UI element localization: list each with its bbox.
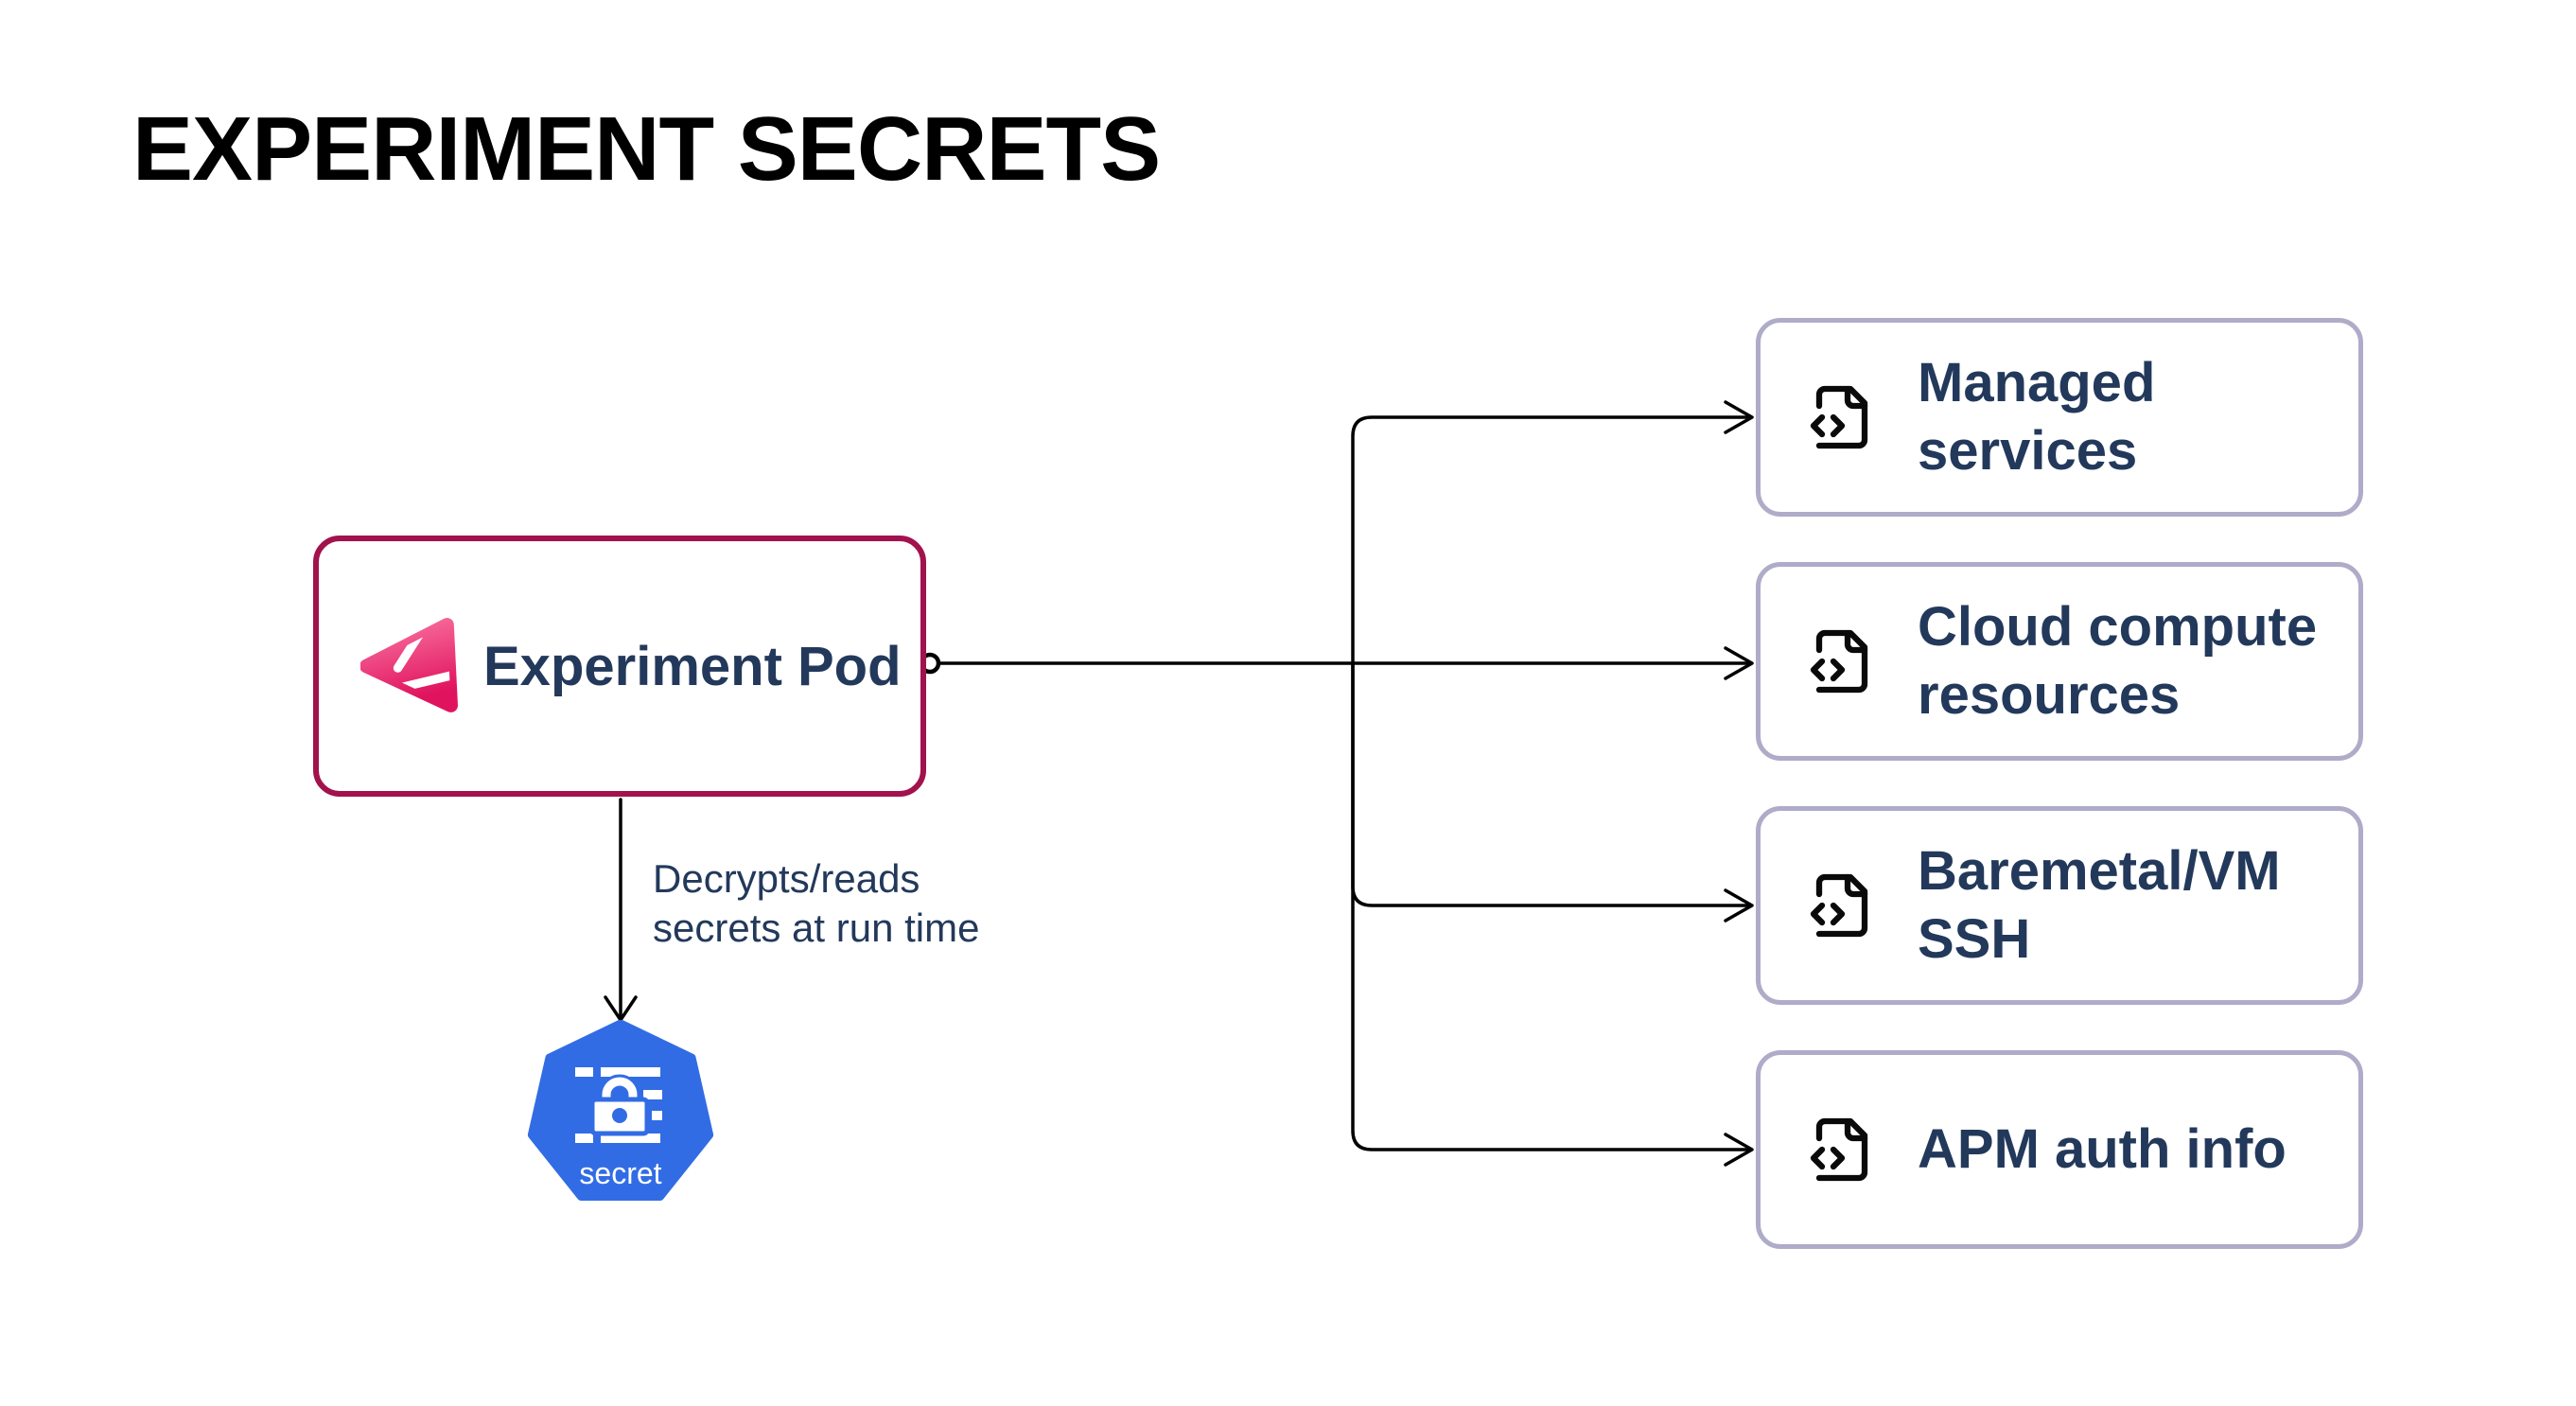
arrow-annotation-line2: secrets at run time — [653, 905, 980, 950]
kubernetes-secret-node: secret — [527, 1020, 714, 1201]
experiment-pod-label: Experiment Pod — [483, 635, 902, 697]
arrow-annotation-line1: Decrypts/reads — [653, 856, 920, 901]
target-node-baremetal-ssh: Baremetal/VM SSH — [1756, 806, 2363, 1005]
experiment-pod-node: Experiment Pod — [313, 536, 926, 797]
arrowhead-managed-services — [1724, 400, 1754, 434]
arrowhead-baremetal — [1724, 888, 1754, 923]
file-code-icon — [1810, 1117, 1868, 1182]
target-label: Managed services — [1918, 352, 2156, 482]
edge-to-baremetal — [1351, 661, 1750, 907]
target-label: Baremetal/VM SSH — [1918, 840, 2281, 970]
edge-to-apm — [1351, 661, 1750, 1151]
target-node-managed-services: Managed services — [1756, 318, 2363, 517]
file-code-icon — [1810, 629, 1868, 694]
file-code-icon — [1810, 385, 1868, 449]
page-title: EXPERIMENT SECRETS — [132, 98, 1161, 200]
secret-lock-icon — [575, 1067, 662, 1143]
target-node-cloud-compute: Cloud compute resources — [1756, 562, 2363, 761]
arrowhead-apm — [1724, 1133, 1754, 1167]
target-node-apm-auth: APM auth info — [1756, 1050, 2363, 1249]
litmus-chaos-icon — [360, 618, 458, 712]
file-code-icon — [1810, 873, 1868, 938]
edge-to-managed-services — [1351, 415, 1750, 665]
target-label: APM auth info — [1918, 1118, 2287, 1181]
arrowhead-cloud-compute — [1724, 646, 1754, 680]
target-label: Cloud compute resources — [1918, 596, 2318, 726]
secret-label: secret — [579, 1156, 661, 1190]
arrowhead-secret — [604, 995, 638, 1022]
arrow-annotation: Decrypts/reads secrets at run time — [653, 854, 979, 953]
